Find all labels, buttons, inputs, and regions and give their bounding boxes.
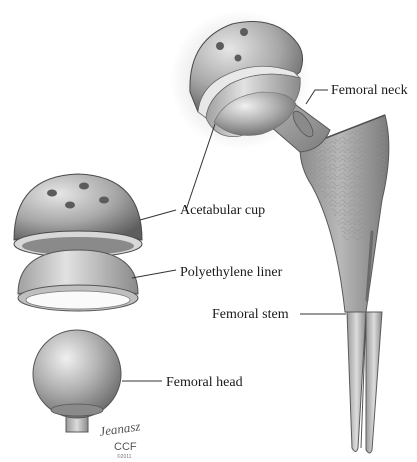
cup-screw-hole-3 xyxy=(235,55,242,62)
label-femoral-head: Femoral head xyxy=(166,375,243,390)
leader-polyethylene-liner xyxy=(132,270,176,278)
signature-year: ©2011 xyxy=(117,453,132,460)
exploded-polyethylene-liner xyxy=(18,250,138,311)
label-femoral-neck: Femoral neck xyxy=(331,83,408,98)
exploded-femoral-head xyxy=(33,330,121,432)
stem-tip-right xyxy=(366,312,382,453)
leader-femoral-neck xyxy=(306,90,328,104)
cup-dome xyxy=(14,174,142,240)
label-femoral-stem: Femoral stem xyxy=(212,307,289,322)
label-acetabular-cup: Acetabular cup xyxy=(180,203,265,218)
label-polyethylene-liner: Polyethylene liner xyxy=(180,265,283,280)
liner-opening xyxy=(26,291,130,309)
cup-hole-4 xyxy=(65,202,75,209)
cup-hole-1 xyxy=(47,190,57,197)
signature-org: CCF xyxy=(114,441,137,453)
cup-hole-3 xyxy=(99,197,109,204)
cup-screw-hole-1 xyxy=(216,42,224,50)
exploded-acetabular-cup xyxy=(14,174,142,257)
cup-hole-2 xyxy=(79,183,89,190)
signature-artist: Jeanasz xyxy=(98,418,141,439)
cup-screw-hole-2 xyxy=(240,28,248,36)
head-base-ring xyxy=(51,404,103,416)
artist-signature: Jeanasz CCF ©2011 xyxy=(98,418,141,460)
